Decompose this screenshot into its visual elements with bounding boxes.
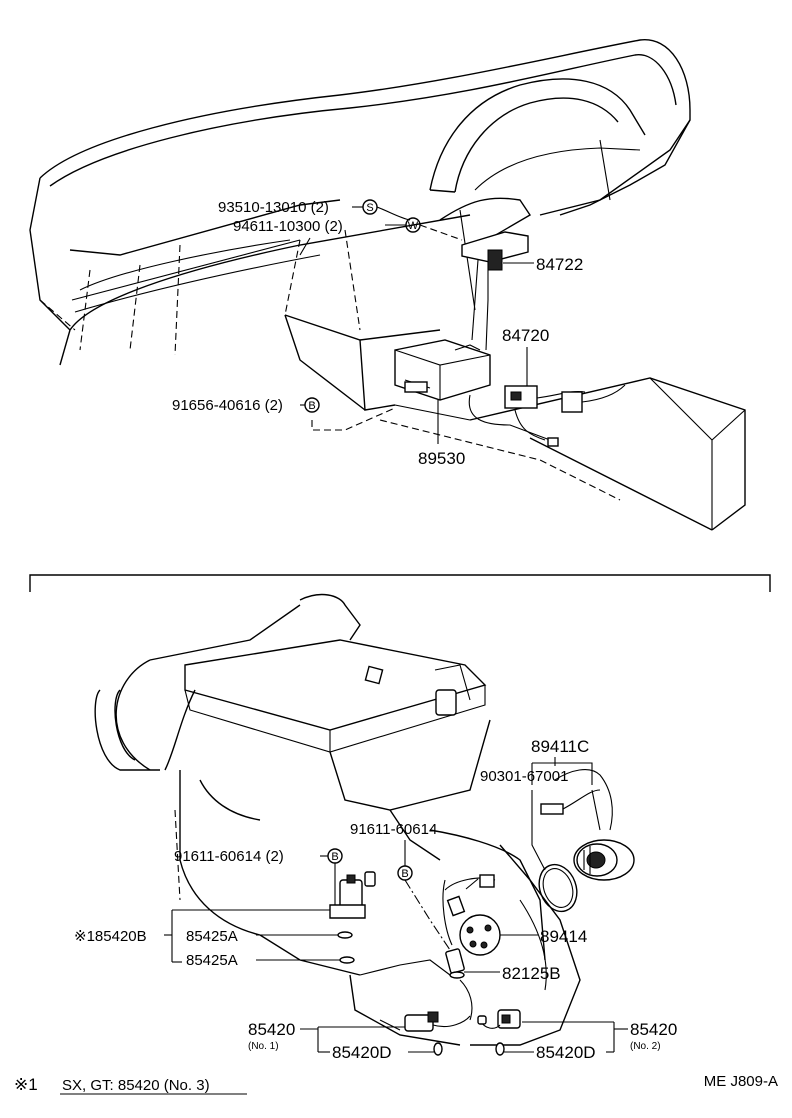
circle-mark-w-text: W	[408, 220, 419, 232]
label-85420d-left: 85420D	[332, 1043, 392, 1062]
actuator-89411c	[538, 769, 635, 913]
label-85420-left-no: (No. 1)	[248, 1041, 279, 1052]
sensor-82125b	[445, 948, 473, 1021]
upper-labels: 93510-13010 (2) S 94611-10300 (2) W 8472…	[172, 199, 583, 468]
circle-mark-b2-text: B	[331, 851, 338, 863]
label-85420-left: 85420	[248, 1020, 295, 1039]
valve-85420-no2	[477, 1009, 521, 1056]
label-89414: 89414	[540, 927, 587, 946]
label-91656: 91656-40616 (2)	[172, 397, 283, 414]
label-94611: 94611-10300 (2)	[233, 218, 343, 235]
switch-84722	[461, 231, 529, 351]
switch-84720	[468, 384, 626, 447]
label-85425a-2: 85425A	[186, 952, 238, 969]
label-84722: 84722	[536, 255, 583, 274]
lower-labels: 89411C 90301-67001 91611-60614 B 91611-6…	[74, 737, 677, 1062]
label-91611-left: 91611-60614 (2)	[174, 848, 284, 865]
valve-85420-no1	[404, 1011, 471, 1056]
speed-sensor-89414	[442, 874, 501, 956]
label-89530: 89530	[418, 449, 465, 468]
label-85420-right-no: (No. 2)	[630, 1041, 661, 1052]
dashboard-assembly	[29, 39, 746, 531]
label-91611-center: 91611-60614	[350, 821, 437, 838]
label-85425a-1: 85425A	[186, 928, 238, 945]
label-89411c: 89411C	[531, 737, 589, 756]
footnote-mark: ※1	[14, 1075, 38, 1094]
footnote-text: SX, GT: 85420 (No. 3)	[62, 1077, 210, 1094]
solenoid-valve	[329, 871, 376, 964]
footer: ※1 SX, GT: 85420 (No. 3) ME J809-A	[14, 1073, 778, 1095]
circle-mark-s-text: S	[366, 202, 373, 214]
label-85420-right: 85420	[630, 1020, 677, 1039]
label-84720: 84720	[502, 326, 549, 345]
diagram-code: ME J809-A	[704, 1073, 778, 1090]
circle-mark-b3-text: B	[401, 868, 408, 880]
label-93510: 93510-13010 (2)	[218, 199, 329, 216]
cruise-computer-89530	[394, 339, 491, 401]
label-82125b: 82125B	[502, 964, 561, 983]
label-85420b: ※185420B	[74, 928, 147, 945]
circle-mark-b1-text: B	[308, 400, 315, 412]
label-85420d-right: 85420D	[536, 1043, 596, 1062]
label-90301: 90301-67001	[480, 768, 568, 785]
section-divider	[29, 574, 771, 592]
